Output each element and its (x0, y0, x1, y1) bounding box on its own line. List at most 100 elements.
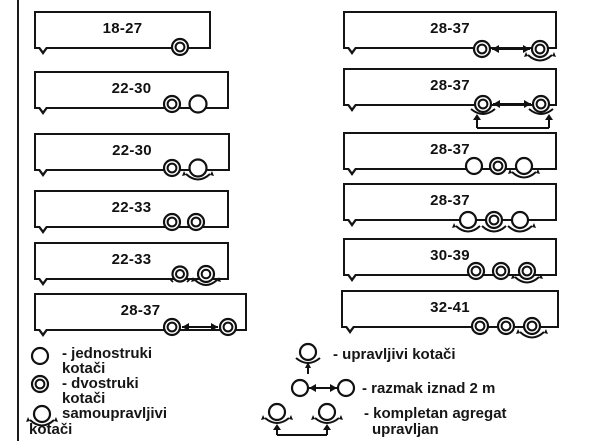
trailer-hitch (347, 168, 357, 176)
steered-wheel-icon (470, 94, 496, 115)
axle-group-right-1 (470, 38, 570, 78)
legend-spacing-label: - razmak iznad 2 m (362, 380, 496, 397)
trailer-label: 28-37 (430, 19, 470, 37)
self-steering-wheel-icon (524, 39, 556, 62)
double-wheel-icon (472, 39, 492, 59)
legend-self-steering-label: samoupravljivi (62, 405, 168, 422)
linkage-icon (473, 114, 553, 129)
axle-svg (464, 156, 540, 179)
trailer-hitch (38, 278, 48, 286)
axle-svg (162, 158, 214, 181)
double-wheel-icon (186, 212, 206, 232)
legend-single-label-2: kotači (62, 360, 106, 377)
axle-group-right-3 (462, 155, 572, 195)
axle-svg (466, 261, 543, 284)
trailer-hitch (38, 226, 48, 234)
legend-single-label: - jednostruki (62, 345, 153, 362)
self-steering-wheel-icon (508, 156, 540, 179)
axle-svg (470, 316, 548, 339)
left-margin-rule (17, 0, 19, 441)
trailer-label: 22-33 (111, 250, 152, 268)
axle-svg (162, 317, 238, 337)
double-wheel-icon (488, 156, 508, 176)
axle-svg (170, 37, 190, 57)
axle-svg (169, 264, 221, 286)
trailer-left-3: 22-30 (34, 133, 230, 177)
trailer-label: 22-30 (111, 79, 152, 97)
double-wheel-icon (162, 317, 182, 337)
double-wheel-icon (169, 265, 191, 283)
axle-svg (472, 39, 556, 62)
double-wheel-icon (162, 212, 182, 232)
double-wheel-icon (496, 316, 516, 336)
axle-svg (162, 212, 206, 232)
legend-complete-label-2: upravljan (372, 421, 439, 438)
axle-svg (452, 210, 536, 233)
trailer-hitch (38, 47, 48, 55)
legend-double-wheel-icon (30, 374, 50, 394)
trailer-left-5: 22-33 (34, 242, 229, 286)
single-wheel-icon (188, 94, 208, 114)
trailer-label: 22-33 (111, 198, 152, 216)
legend-complete-label: - kompletan agregat (364, 405, 507, 422)
trailer-hitch (347, 104, 357, 112)
spacing-arrow-icon (493, 100, 531, 108)
axle-group-right-2 (455, 93, 565, 133)
double-wheel-icon (466, 261, 486, 281)
trailer-label: 28-37 (430, 191, 470, 209)
trailer-hitch (347, 47, 357, 55)
trailer-label: 18-27 (102, 19, 143, 37)
trailer-hitch (347, 274, 357, 282)
trailer-hitch (347, 219, 357, 227)
legend-steered-label: - upravljivi kotači (333, 346, 456, 363)
legend-double-label: - dvostruki (62, 375, 139, 392)
legend-steered-wheel-icon (295, 342, 321, 374)
trailer-label: 22-30 (112, 141, 152, 159)
trailer-label: 30-39 (430, 246, 470, 264)
spacing-arrow-icon (492, 45, 530, 53)
self-steering-wheel-icon (516, 316, 548, 339)
self-steering-wheel-icon (191, 264, 221, 286)
legend-complete-steered-icon (261, 402, 343, 436)
trailer-right-2: 28-37 (343, 68, 557, 112)
trailer-label: 28-37 (430, 76, 470, 94)
double-wheel-icon (162, 158, 182, 178)
axle-svg (470, 94, 554, 129)
axle-group-left-1 (160, 36, 220, 76)
axle-group-left-6 (160, 316, 250, 356)
axle-svg (162, 94, 208, 114)
legend-self-steering-wheel-icon (26, 404, 58, 427)
axle-group-left-2 (160, 93, 220, 133)
trailer-right-1: 28-37 (343, 11, 557, 55)
trailer-hitch (38, 107, 48, 115)
trailer-left-1: 18-27 (34, 11, 211, 55)
trailer-hitch (345, 326, 355, 334)
trailer-label: 32-41 (430, 298, 470, 316)
self-steering-wheel-icon (507, 210, 536, 233)
double-wheel-icon (491, 261, 511, 281)
axle-group-left-5 (168, 263, 238, 303)
trailer-label: 28-37 (430, 140, 470, 158)
double-wheel-icon (162, 94, 182, 114)
axle-group-right-4 (452, 209, 567, 249)
legend-single-wheel-icon (30, 346, 50, 366)
trailer-hitch (38, 169, 48, 177)
legend-double-label-2: kotači (62, 390, 106, 407)
double-wheel-icon (481, 210, 507, 233)
spacing-arrow-icon (182, 323, 218, 331)
trailer-label: 28-37 (120, 301, 161, 319)
axle-group-right-6 (466, 315, 576, 355)
self-steering-wheel-icon (182, 158, 214, 181)
steered-wheel-icon (528, 94, 554, 115)
self-steering-wheel-icon (511, 261, 543, 284)
double-wheel-icon (218, 317, 238, 337)
axle-group-left-4 (160, 211, 220, 251)
double-wheel-icon (170, 37, 190, 57)
axle-group-right-5 (464, 260, 574, 300)
single-wheel-icon (464, 156, 484, 176)
axle-group-left-3 (160, 157, 230, 197)
self-steering-wheel-icon (452, 210, 481, 233)
trailer-right-6: 32-41 (341, 290, 559, 334)
trailer-hitch (38, 329, 48, 337)
double-wheel-icon (470, 316, 490, 336)
